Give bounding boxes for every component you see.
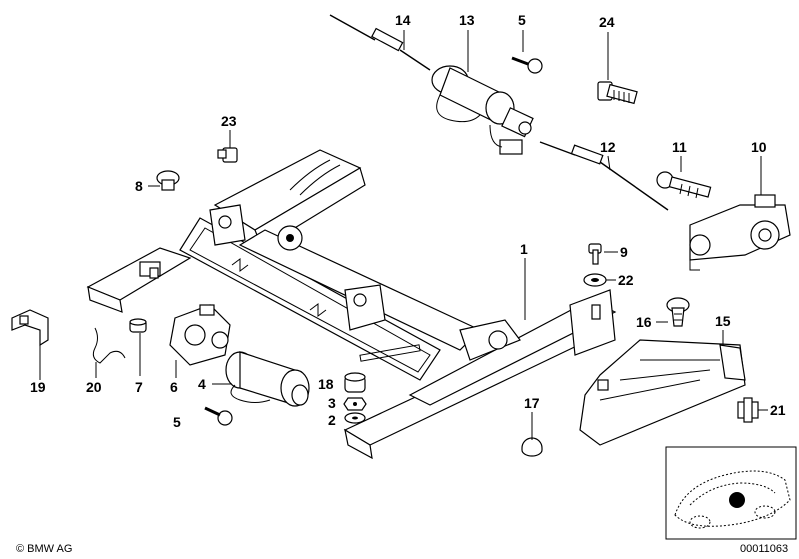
screw-11	[656, 171, 712, 199]
leader-lines	[39, 30, 768, 440]
motor-13	[431, 65, 534, 155]
callout-16: 16	[636, 314, 652, 330]
bushing-18	[344, 372, 366, 393]
callout-13: 13	[459, 12, 475, 28]
screw-5-top	[511, 56, 543, 74]
washer-22	[583, 273, 607, 287]
vehicle-locator-thumbnail	[665, 446, 797, 540]
bolt-24	[597, 81, 638, 105]
callout-14: 14	[395, 12, 411, 28]
callout-19: 19	[30, 379, 46, 395]
drive-cable-14	[329, 14, 431, 71]
callout-18: 18	[318, 376, 334, 392]
callout-5-top: 5	[518, 12, 526, 28]
bracket-19	[11, 309, 49, 347]
locator-marker	[729, 492, 745, 508]
callout-17: 17	[524, 395, 540, 411]
plug-23	[217, 147, 238, 163]
callout-6: 6	[170, 379, 178, 395]
copyright-text: © BMW AG	[16, 543, 72, 555]
cover-15	[579, 339, 746, 446]
cap-17	[521, 437, 543, 457]
callout-1: 1	[520, 241, 528, 257]
callout-5-bottom: 5	[173, 414, 181, 430]
callout-10: 10	[751, 139, 767, 155]
callout-2: 2	[328, 412, 336, 428]
clip-16	[666, 297, 690, 327]
callout-7: 7	[135, 379, 143, 395]
callout-22: 22	[618, 272, 634, 288]
bush-7	[129, 318, 147, 333]
cap-8	[156, 170, 180, 191]
callout-4: 4	[198, 376, 206, 392]
image-number: 00011063	[740, 543, 788, 555]
gearbox-6	[169, 304, 231, 366]
screw-5-bottom	[204, 406, 233, 426]
clip-21	[737, 397, 759, 423]
callout-21: 21	[770, 402, 786, 418]
callout-23: 23	[221, 113, 237, 129]
callout-11: 11	[672, 139, 687, 155]
washer-2	[344, 412, 366, 424]
callout-9: 9	[620, 244, 628, 260]
callout-15: 15	[715, 313, 731, 329]
wire-20	[92, 327, 126, 364]
motor-4	[225, 351, 310, 407]
callout-20: 20	[86, 379, 102, 395]
callout-3: 3	[328, 395, 336, 411]
gearbox-10	[689, 194, 791, 271]
seat-frame	[86, 149, 617, 460]
callout-labels: 14 13 5 24 12 11 10 23 8 1 9 22 16 15 21…	[30, 12, 786, 430]
callout-8: 8	[135, 178, 143, 194]
bolt-9	[588, 243, 602, 265]
callout-24: 24	[599, 14, 615, 30]
drive-cable-12	[539, 141, 669, 211]
callout-12: 12	[600, 139, 616, 155]
nut-3	[343, 397, 367, 411]
